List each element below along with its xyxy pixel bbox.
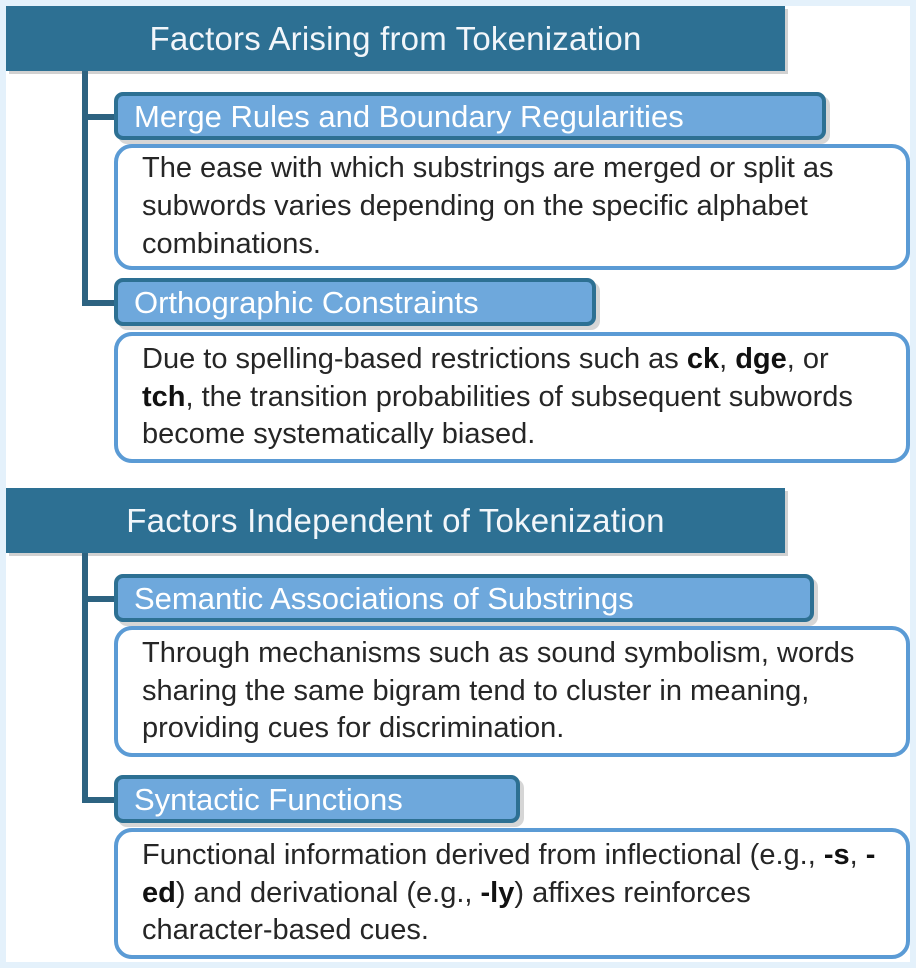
connector-branch-merge-rules	[82, 114, 122, 120]
connector-branch-orthographic-constraints	[82, 300, 122, 306]
sub-header-merge-rules[interactable]: Merge Rules and Boundary Regularities	[114, 92, 826, 140]
section-header-label: Factors Arising from Tokenization	[149, 20, 642, 57]
connector-branch-syntactic-functions	[82, 797, 122, 803]
diagram-canvas: Factors Arising from Tokenization Merge …	[6, 6, 910, 962]
body-box-semantic-associations: Through mechanisms such as sound symboli…	[114, 626, 910, 757]
connector-branch-semantic-associations	[82, 596, 122, 602]
body-text: Functional information derived from infl…	[142, 838, 876, 947]
section-header-label: Factors Independent of Tokenization	[126, 502, 665, 539]
body-box-syntactic-functions: Functional information derived from infl…	[114, 828, 910, 959]
body-box-orthographic-constraints: Due to spelling-based restrictions such …	[114, 332, 910, 463]
body-box-merge-rules: The ease with which substrings are merge…	[114, 144, 910, 270]
sub-header-orthographic-constraints[interactable]: Orthographic Constraints	[114, 278, 596, 326]
sub-header-syntactic-functions[interactable]: Syntactic Functions	[114, 775, 520, 823]
body-text: The ease with which substrings are merge…	[142, 152, 834, 260]
connector-spine-section-2	[82, 553, 88, 803]
section-header-tokenization-independent[interactable]: Factors Independent of Tokenization	[6, 488, 785, 553]
body-text: Through mechanisms such as sound symboli…	[142, 636, 855, 745]
sub-header-semantic-associations[interactable]: Semantic Associations of Substrings	[114, 574, 814, 622]
sub-header-label: Orthographic Constraints	[134, 284, 479, 320]
connector-spine-section-1	[82, 71, 88, 306]
sub-header-label: Merge Rules and Boundary Regularities	[134, 98, 684, 134]
sub-header-label: Semantic Associations of Substrings	[134, 580, 634, 616]
sub-header-label: Syntactic Functions	[134, 781, 403, 817]
section-header-tokenization-dependent[interactable]: Factors Arising from Tokenization	[6, 6, 785, 71]
body-text: Due to spelling-based restrictions such …	[142, 342, 853, 451]
